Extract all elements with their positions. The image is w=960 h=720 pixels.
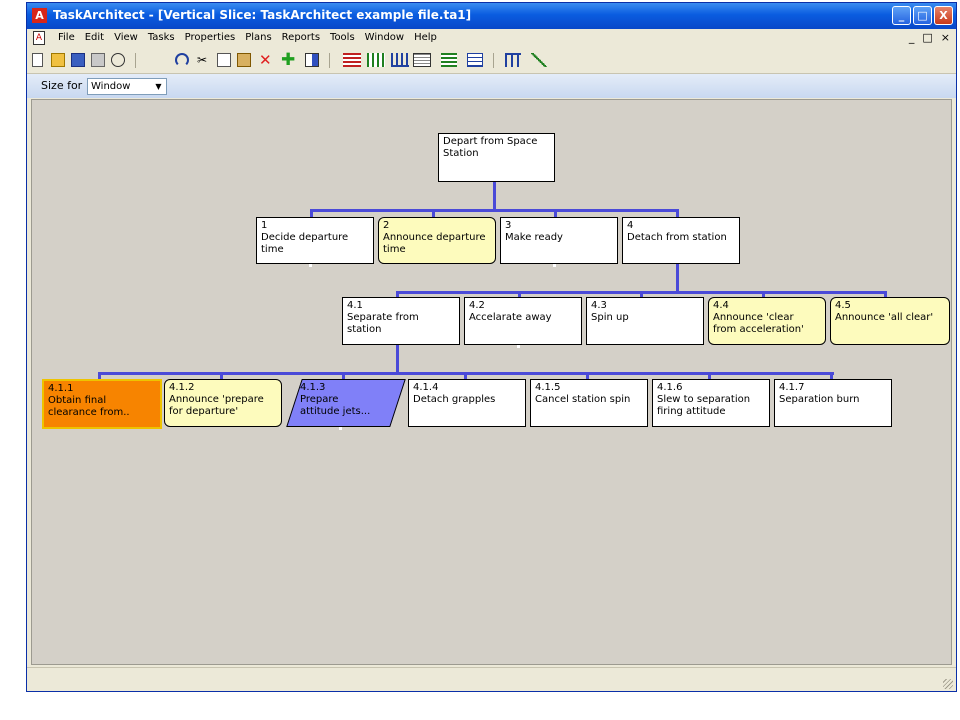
copy-icon[interactable] <box>217 53 231 67</box>
connector <box>220 372 223 379</box>
add-icon[interactable]: ✚ <box>281 50 296 70</box>
connector <box>708 372 711 379</box>
task-4-5[interactable]: 4.5 Announce 'all clear' <box>830 297 950 345</box>
toolbar: ✂ ✕ ✚ <box>27 48 956 74</box>
grid-view-icon[interactable] <box>413 53 431 67</box>
menu-reports[interactable]: Reports <box>281 32 321 43</box>
task-4-1-2[interactable]: 4.1.2 Announce 'prepare for departure' <box>164 379 282 427</box>
menu-tasks[interactable]: Tasks <box>147 32 175 43</box>
open-icon[interactable] <box>51 53 65 67</box>
task-diagram-canvas[interactable]: Depart from Space Station 1 Decide depar… <box>31 99 952 665</box>
print-icon[interactable] <box>91 53 105 67</box>
cut-icon[interactable]: ✂ <box>197 53 208 67</box>
menu-file[interactable]: File <box>58 32 75 43</box>
connector <box>554 209 557 217</box>
task-4-3[interactable]: 4.3 Spin up <box>586 297 704 345</box>
task-4-1-5[interactable]: 4.1.5 Cancel station spin <box>530 379 648 427</box>
indent-view-icon[interactable] <box>441 53 457 67</box>
connector <box>640 291 643 297</box>
connector <box>310 209 313 217</box>
menu-window[interactable]: Window <box>364 32 405 43</box>
collapsed-marker <box>339 427 342 430</box>
plan-view-icon[interactable] <box>505 53 521 67</box>
connector <box>676 209 679 217</box>
title-bar[interactable]: A TaskArchitect - [Vertical Slice: TaskA… <box>27 3 956 29</box>
mdi-minimize-button[interactable]: _ <box>908 31 915 44</box>
connector <box>762 291 765 297</box>
window-title: TaskArchitect - [Vertical Slice: TaskArc… <box>53 8 472 22</box>
tree-view-icon[interactable] <box>367 53 385 67</box>
size-for-label: Size for <box>41 79 83 92</box>
connector <box>884 291 887 297</box>
task-4-2[interactable]: 4.2 Accelarate away <box>464 297 582 345</box>
task-4-1-3-label: 4.1.3 Prepare attitude jets... <box>299 382 371 417</box>
connector <box>586 372 589 379</box>
menu-plans[interactable]: Plans <box>245 32 272 43</box>
menu-bar: A File Edit View Tasks Properties Plans … <box>27 29 956 48</box>
menu-edit[interactable]: Edit <box>84 32 105 43</box>
collapsed-marker <box>517 345 520 348</box>
document-icon[interactable]: A <box>33 31 45 45</box>
collapsed-marker <box>309 264 312 267</box>
collapsed-marker <box>553 264 556 267</box>
task-4-1-3[interactable]: 4.1.3 Prepare attitude jets... <box>286 379 406 427</box>
task-1[interactable]: 1 Decide departure time <box>256 217 374 264</box>
task-4-1-7[interactable]: 4.1.7 Separation burn <box>774 379 892 427</box>
undo-icon[interactable] <box>175 53 189 67</box>
task-4[interactable]: 4 Detach from station <box>622 217 740 264</box>
mdi-close-button[interactable]: × <box>940 31 950 44</box>
close-button[interactable]: X <box>934 6 953 25</box>
save-icon[interactable] <box>71 53 85 67</box>
app-window: A TaskArchitect - [Vertical Slice: TaskA… <box>26 2 957 692</box>
delete-icon[interactable]: ✕ <box>259 51 272 69</box>
maximize-button[interactable]: □ <box>913 6 932 25</box>
paste-icon[interactable] <box>237 53 251 67</box>
connector <box>396 345 399 374</box>
new-icon[interactable] <box>32 53 43 67</box>
outline-view-icon[interactable] <box>343 53 361 67</box>
connector <box>830 372 833 379</box>
connector <box>342 372 345 379</box>
vertical-chart-icon[interactable] <box>467 53 483 67</box>
task-4-1-6[interactable]: 4.1.6 Slew to separation firing attitude <box>652 379 770 427</box>
connector <box>310 209 678 212</box>
task-3[interactable]: 3 Make ready <box>500 217 618 264</box>
app-logo-icon: A <box>32 8 47 23</box>
menu-view[interactable]: View <box>114 32 138 43</box>
menu-properties[interactable]: Properties <box>184 32 236 43</box>
horizontal-chart-icon[interactable] <box>391 53 409 67</box>
connector <box>98 372 101 379</box>
task-4-1-4[interactable]: 4.1.4 Detach grapples <box>408 379 526 427</box>
size-bar: Size for Window ▼ <box>27 74 956 98</box>
size-for-value: Window <box>91 81 131 92</box>
menu-help[interactable]: Help <box>414 32 437 43</box>
chevron-down-icon[interactable]: ▼ <box>155 82 162 91</box>
mdi-restore-button[interactable]: □ <box>922 31 933 44</box>
minimize-button[interactable]: _ <box>892 6 911 25</box>
connector <box>676 264 679 293</box>
connector <box>432 209 435 217</box>
connector <box>396 291 399 297</box>
connector <box>518 291 521 297</box>
task-4-1[interactable]: 4.1 Separate from station <box>342 297 460 345</box>
task-4-1-1[interactable]: 4.1.1 Obtain final clearance from.. <box>42 379 162 429</box>
flow-icon[interactable] <box>531 53 547 67</box>
connector <box>493 182 496 211</box>
task-root[interactable]: Depart from Space Station <box>438 133 555 182</box>
menu-tools[interactable]: Tools <box>330 32 355 43</box>
task-4-4[interactable]: 4.4 Announce 'clear from acceleration' <box>708 297 826 345</box>
panel-icon[interactable] <box>305 53 319 67</box>
task-2[interactable]: 2 Announce departure time <box>378 217 496 264</box>
resize-grip-icon[interactable] <box>943 679 953 689</box>
connector <box>464 372 467 379</box>
size-for-select[interactable]: Window ▼ <box>87 78 167 95</box>
status-bar <box>27 667 956 691</box>
find-icon[interactable] <box>111 53 125 67</box>
